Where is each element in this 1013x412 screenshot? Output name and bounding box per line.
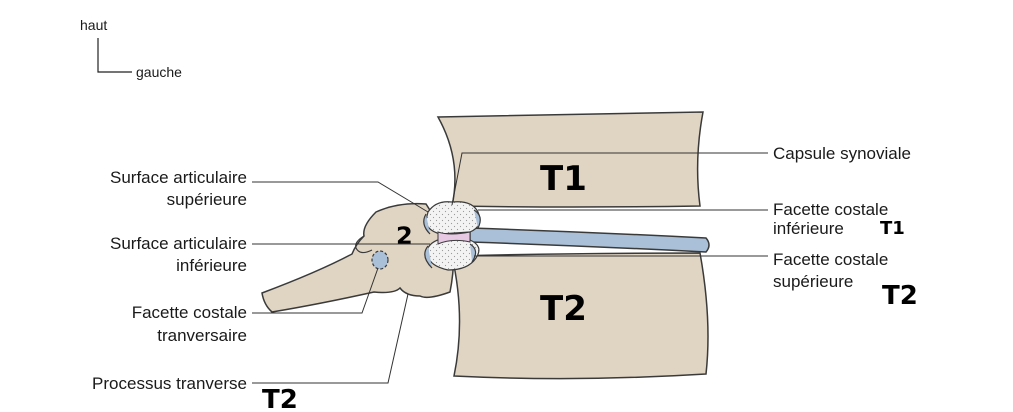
cartilage-right-lower — [469, 243, 477, 263]
cartilage-left-upper — [423, 213, 431, 235]
vertebra-t2-body — [451, 252, 709, 380]
handwritten-t1: T1 — [540, 159, 587, 199]
label-facette-inf-line1: Facette costale — [773, 200, 888, 219]
label-surface-inf-line1: Surface articulaire — [110, 234, 247, 253]
label-surface-sup-line2: supérieure — [167, 190, 247, 209]
label-surface-sup-line1: Surface articulaire — [110, 168, 247, 187]
handwritten-t2: T2 — [540, 289, 587, 329]
label-facette-transv-line2: tranversaire — [157, 326, 247, 345]
handwritten-processus-tag: T2 — [262, 385, 298, 412]
transverse-process — [261, 202, 455, 313]
leader-capsule — [451, 152, 768, 206]
orientation-up-label: haut — [80, 17, 107, 33]
handwritten-facette-inf-tag: T1 — [880, 218, 905, 239]
leader-surface-sup — [252, 181, 429, 213]
leader-facette-transv — [252, 267, 379, 314]
orientation-axes — [97, 38, 132, 73]
orientation-indicator: haut gauche — [80, 17, 182, 80]
rib-tubercle-outline — [355, 235, 373, 254]
vertebra-t1-body — [436, 111, 704, 208]
synovial-capsule — [437, 231, 471, 245]
rib-shaft — [469, 227, 710, 253]
label-facette-sup-line1: Facette costale — [773, 250, 888, 269]
label-facette-transv-line1: Facette costale — [132, 303, 247, 322]
costotransverse-facet — [371, 250, 389, 270]
label-capsule: Capsule synoviale — [773, 144, 911, 163]
label-facette-inf-line2: inférieure — [773, 219, 844, 238]
handwritten-facette-sup-tag: T2 — [882, 281, 918, 311]
handwritten-rib-number: 2 — [396, 222, 413, 250]
leader-processus — [252, 293, 409, 384]
superior-articular-chamber — [425, 201, 481, 235]
synovial-joint — [423, 201, 481, 271]
label-processus: Processus tranverse — [92, 374, 247, 393]
orientation-left-label: gauche — [136, 64, 182, 80]
label-surface-inf-line2: inférieure — [176, 256, 247, 275]
cartilage-right-upper — [473, 209, 481, 229]
label-facette-sup-line2: supérieure — [773, 272, 853, 291]
cartilage-left-lower — [424, 245, 433, 269]
